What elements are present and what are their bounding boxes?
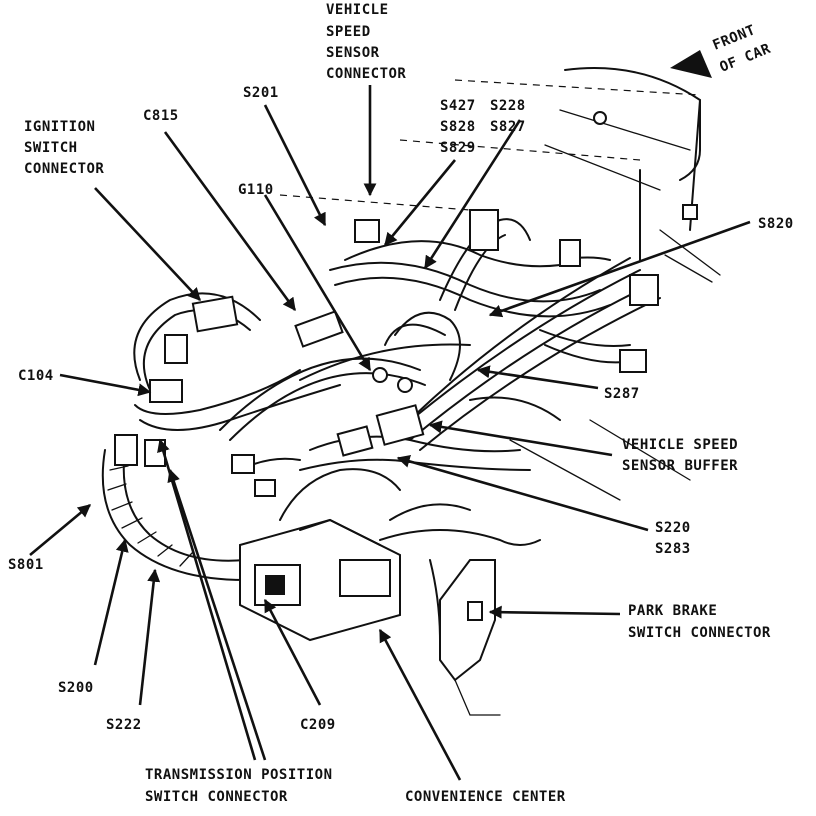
- label-s222: S222: [106, 717, 142, 733]
- convenience-center-block: [239, 518, 401, 642]
- label-s200: S200: [58, 680, 94, 696]
- dashboard-outline: [279, 67, 721, 501]
- park-brake-bracket: [439, 559, 501, 716]
- label-s427: S427: [440, 98, 476, 114]
- label-ignition-switch-3: CONNECTOR: [24, 161, 104, 177]
- label-s228: S228: [490, 98, 526, 114]
- labels: VEHICLE SPEED SENSOR CONNECTOR FRONT OF …: [8, 2, 794, 805]
- label-tps-connector-1: TRANSMISSION POSITION: [145, 767, 333, 783]
- label-ignition-switch-1: IGNITION: [24, 119, 95, 135]
- label-g110: G110: [238, 182, 274, 198]
- label-vss-buffer-1: VEHICLE SPEED: [622, 437, 738, 453]
- label-vss-connector-3: SENSOR: [326, 45, 380, 61]
- label-s287: S287: [604, 386, 640, 402]
- leader-arrows: [29, 85, 751, 781]
- label-vss-buffer-2: SENSOR BUFFER: [622, 458, 738, 474]
- label-s201: S201: [243, 85, 279, 101]
- label-ignition-switch-2: SWITCH: [24, 140, 78, 156]
- label-tps-connector-2: SWITCH CONNECTOR: [145, 789, 288, 805]
- label-park-brake-2: SWITCH CONNECTOR: [628, 625, 771, 641]
- label-c104: C104: [18, 368, 54, 384]
- label-convenience-center: CONVENIENCE CENTER: [405, 789, 566, 805]
- label-s801: S801: [8, 557, 44, 573]
- label-s220: S220: [655, 520, 691, 536]
- label-vss-connector-2: SPEED: [326, 24, 371, 40]
- label-s820: S820: [758, 216, 794, 232]
- label-vss-connector-1: VEHICLE: [326, 2, 389, 18]
- label-s828: S828: [440, 119, 476, 135]
- label-park-brake-1: PARK BRAKE: [628, 603, 717, 619]
- wiring-harness: [101, 218, 661, 641]
- label-s827: S827: [490, 119, 526, 135]
- label-s283: S283: [655, 541, 691, 557]
- front-of-car-arrow: [670, 50, 712, 78]
- label-vss-connector-4: CONNECTOR: [326, 66, 406, 82]
- label-s829: S829: [440, 140, 476, 156]
- label-c815: C815: [143, 108, 179, 124]
- label-c209: C209: [300, 717, 336, 733]
- components: [114, 50, 712, 716]
